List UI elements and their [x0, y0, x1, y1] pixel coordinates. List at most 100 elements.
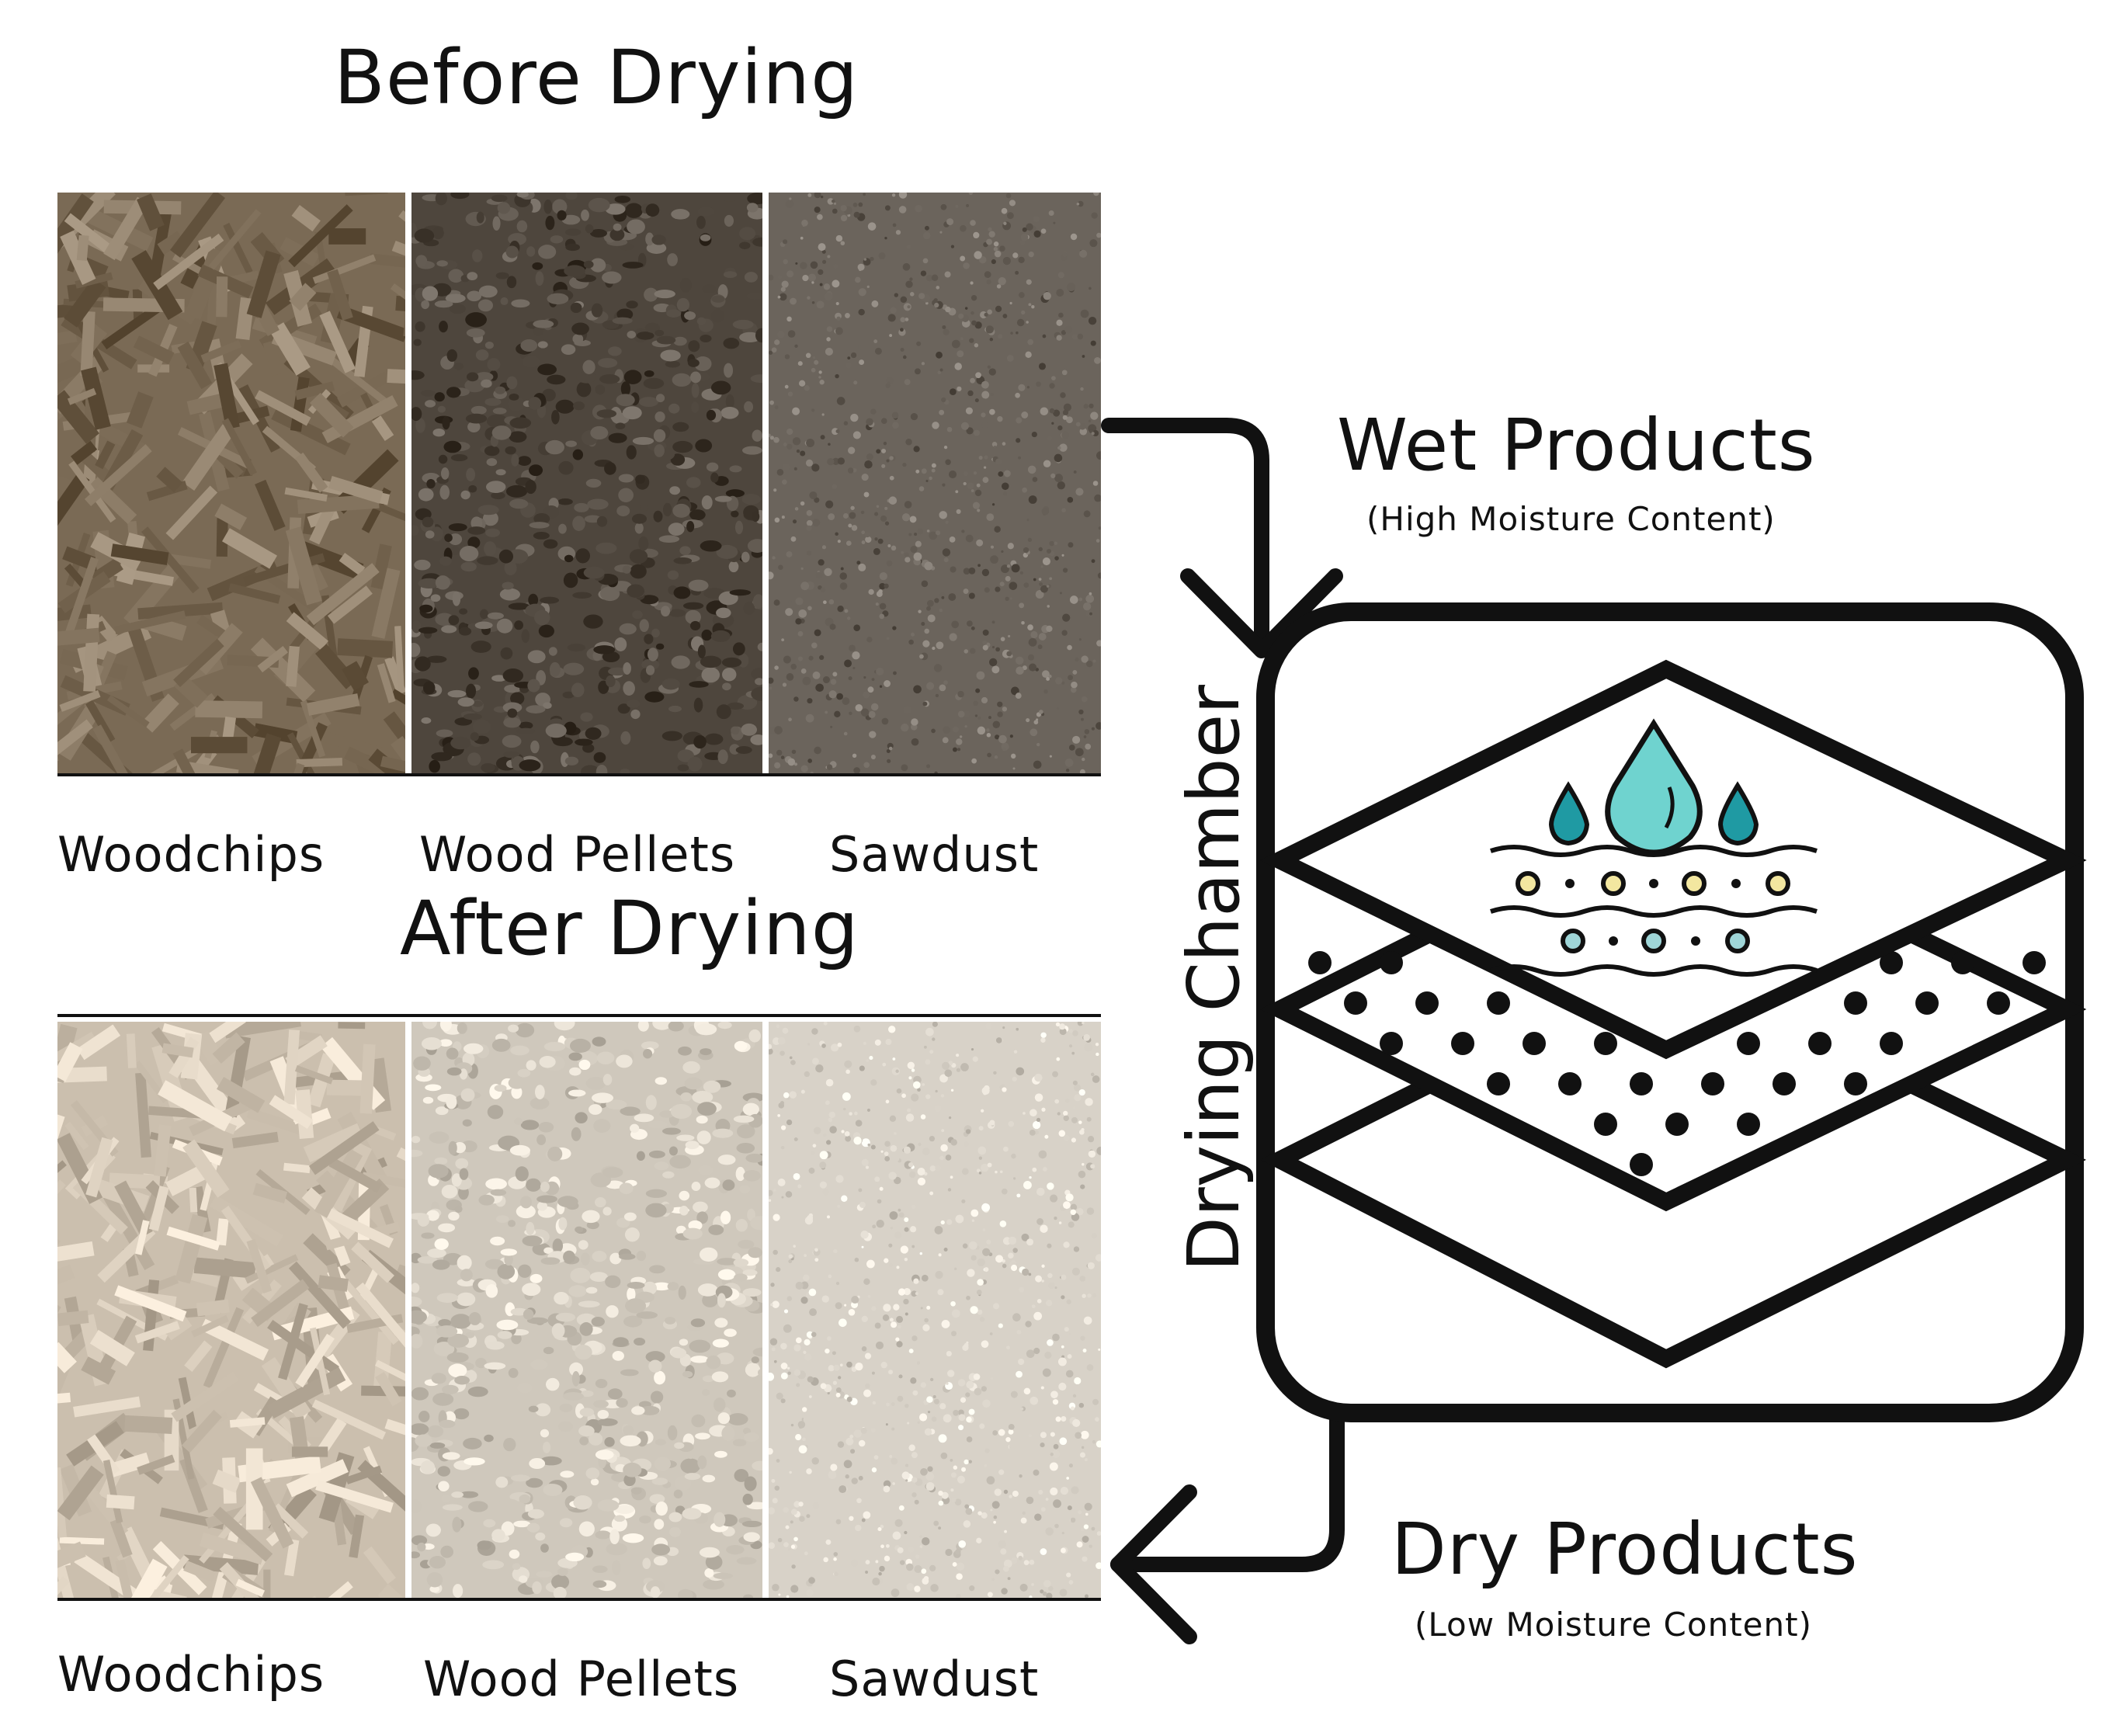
texture-grain	[832, 279, 840, 288]
texture-grain	[845, 1069, 850, 1075]
texture-grain	[867, 686, 874, 693]
texture-grain	[769, 686, 773, 690]
texture-grain	[459, 1168, 469, 1180]
texture-grain	[691, 383, 700, 398]
texture-grain	[1025, 1321, 1032, 1328]
texture-grain	[427, 1425, 444, 1438]
texture-grain	[373, 1332, 393, 1390]
texture-grain	[949, 1116, 952, 1120]
texture-grain	[1055, 1022, 1061, 1027]
texture-grain	[1016, 666, 1024, 675]
texture-grain	[103, 196, 149, 261]
texture-grain	[435, 1106, 449, 1116]
texture-grain	[651, 628, 660, 638]
texture-grain	[904, 1404, 909, 1408]
texture-grain	[490, 1236, 505, 1246]
texture-grain	[1070, 1517, 1076, 1523]
texture-grain	[450, 454, 468, 462]
texture-grain	[1068, 542, 1074, 548]
texture-grain	[992, 503, 995, 506]
texture-grain	[1034, 1073, 1043, 1082]
texture-grain	[846, 1396, 852, 1402]
texture-grain	[1012, 1177, 1016, 1180]
texture-grain	[1038, 633, 1047, 641]
texture-grain	[911, 1068, 915, 1072]
texture-grain	[919, 1535, 922, 1538]
texture-grain	[824, 568, 832, 576]
texture-grain	[967, 1269, 975, 1277]
texture-grain	[968, 1408, 975, 1415]
texture-grain	[794, 344, 798, 349]
texture-grain	[833, 1551, 839, 1557]
texture-grain	[839, 1363, 843, 1367]
texture-grain	[700, 234, 711, 241]
texture-grain	[1026, 386, 1029, 389]
texture-grain	[511, 299, 530, 308]
texture-grain	[986, 1476, 995, 1485]
texture-grain	[800, 1297, 808, 1304]
texture-grain	[269, 1095, 314, 1129]
texture-grain	[1053, 1443, 1059, 1450]
texture-grain	[294, 381, 335, 401]
texture-grain	[863, 1041, 866, 1045]
texture-grain	[900, 296, 908, 304]
texture-grain	[677, 764, 689, 772]
texture-grain	[634, 1113, 654, 1123]
texture-grain	[884, 237, 887, 240]
texture-grain	[1089, 239, 1098, 248]
texture-grain	[308, 564, 328, 592]
texture-grain	[1062, 409, 1069, 415]
texture-grain	[126, 1033, 137, 1068]
texture-grain	[622, 406, 642, 420]
texture-grain	[57, 1113, 65, 1154]
texture-grain	[528, 593, 539, 606]
texture-grain	[214, 503, 248, 530]
texture-grain	[939, 684, 946, 692]
texture-grain	[671, 209, 690, 220]
texture-grain	[525, 479, 536, 495]
texture-grain	[440, 1545, 453, 1558]
texture-grain	[170, 193, 226, 258]
texture-grain	[533, 1025, 545, 1034]
texture-grain	[1080, 1430, 1089, 1439]
texture-grain	[411, 1149, 423, 1158]
texture-grain	[251, 1279, 310, 1328]
texture-grain	[526, 1522, 540, 1533]
texture-grain	[783, 1542, 789, 1547]
texture-grain	[495, 1215, 509, 1224]
texture-grain	[792, 407, 800, 415]
texture-grain	[805, 459, 814, 467]
texture-grain	[951, 1331, 957, 1337]
texture-grain	[1001, 1588, 1008, 1595]
texture-grain	[892, 626, 897, 630]
texture-grain	[786, 1296, 793, 1301]
texture-grain	[448, 615, 460, 626]
texture-grain	[874, 679, 878, 684]
texture-grain	[438, 1481, 450, 1491]
texture-grain	[918, 1413, 928, 1422]
texture-grain	[95, 440, 116, 470]
texture-grain	[974, 429, 981, 436]
texture-grain	[986, 279, 991, 285]
texture-grain	[736, 1557, 757, 1565]
texture-grain	[1071, 1137, 1077, 1143]
texture-grain	[894, 293, 899, 297]
texture-grain	[870, 1144, 876, 1150]
texture-grain	[1046, 585, 1050, 588]
texture-grain	[859, 359, 865, 366]
texture-grain	[854, 1111, 858, 1116]
texture-grain	[457, 1278, 476, 1286]
texture-grain	[596, 1051, 615, 1064]
texture-grain	[470, 732, 479, 741]
texture-grain	[865, 536, 872, 543]
texture-grain	[752, 1051, 762, 1061]
texture-grain	[487, 1105, 504, 1120]
texture-grain	[828, 1470, 837, 1480]
texture-grain	[880, 1544, 884, 1549]
texture-grain	[527, 1509, 544, 1519]
texture-grain	[951, 1497, 957, 1502]
texture-grain	[1057, 425, 1063, 431]
texture-grain	[818, 370, 822, 374]
texture-grain	[968, 193, 974, 196]
texture-grain	[815, 683, 825, 692]
